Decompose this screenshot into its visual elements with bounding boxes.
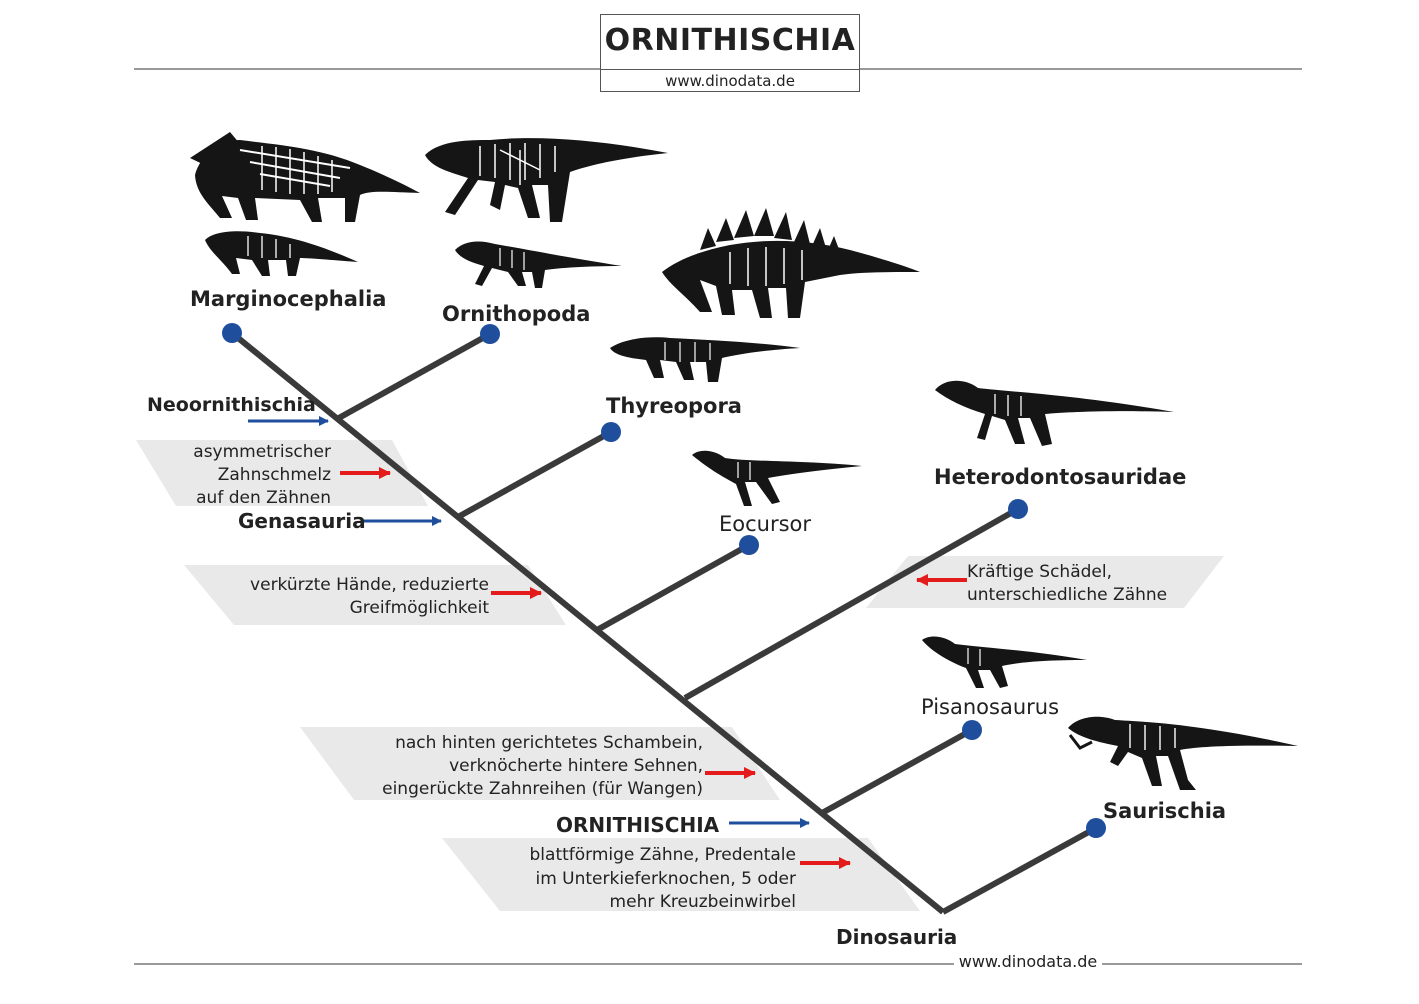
trait-2-line-1: verkürzte Hände, reduzierte [250,575,489,595]
label-heterodontosauridae: Heterodontosauridae [934,465,1186,489]
label-saurischia: Saurischia [1103,799,1226,823]
label-eocursor: Eocursor [719,512,811,536]
trait-box-3 [866,556,1224,608]
branch-saurischia [941,825,1098,915]
trait-5-line-1: blattförmige Zähne, Predentale [530,845,796,865]
trait-1-line-1: asymmetrischer [193,442,331,462]
pisanosaurus-skeleton-icon [922,636,1087,688]
title-divider [601,69,859,70]
trait-2-line-2: Greifmöglichkeit [350,598,490,618]
branch-thyreopora [456,429,613,520]
label-thyreopora: Thyreopora [606,394,742,418]
trunk-line [230,330,945,915]
node-marginocephalia [222,323,242,343]
branch-eocursor [595,542,751,633]
node-thyreopora [601,422,621,442]
theropod-skeleton-icon [1068,716,1298,790]
node-heterodontosauridae [1008,499,1028,519]
trait-box-4 [300,727,780,800]
branch-heterodontosauridae [683,506,1020,701]
trait-4-line-1: nach hinten gerichtetes Schambein, [395,733,703,753]
node-saurischia [1086,818,1106,838]
label-pisanosaurus: Pisanosaurus [921,695,1059,719]
page-title: ORNITHISCHIA [604,23,856,58]
title-box: ORNITHISCHIA www.dinodata.de [600,14,860,92]
branch-pisanosaurus [820,727,974,816]
trait-5-line-2: im Unterkieferknochen, 5 oder [535,869,796,889]
trait-3-line-1: Kräftige Schädel, [967,562,1112,582]
thyreophoran-skeleton-icon [610,337,800,382]
branch-ornithopoda [335,331,492,422]
tree-nodes [222,323,1106,838]
label-genasauria: Genasauria [238,509,366,533]
trait-3-line-2: unterschiedliche Zähne [967,585,1167,605]
ceratopsian-skeleton-icon [190,132,420,222]
label-ornithischia: ORNITHISCHIA [556,813,720,837]
label-marginocephalia: Marginocephalia [190,287,386,311]
footer-url: www.dinodata.de [954,952,1102,971]
pachycephalosaur-skeleton-icon [205,231,358,276]
label-ornithopoda: Ornithopoda [442,302,590,326]
trait-box-2 [184,565,566,625]
label-dinosauria: Dinosauria [836,925,957,949]
trait-box-1 [136,440,428,506]
stegosaur-skeleton-icon [662,208,920,318]
heterodontosaur-skeleton-icon [935,380,1174,446]
header-url: www.dinodata.de [665,72,795,90]
eocursor-skeleton-icon [692,450,862,506]
trait-4-line-2: verknöcherte hintere Sehnen, [449,756,703,776]
tree-lines [230,330,1098,915]
node-pisanosaurus [962,720,982,740]
node-ornithopoda [480,324,500,344]
trait-box-5 [442,838,920,911]
small-ornithopod-skeleton-icon [455,241,622,288]
trait-1-line-2: Zahnschmelz [218,465,331,485]
hadrosaur-skeleton-icon [425,138,668,222]
label-neoornithischia: Neoornithischia [147,394,316,416]
node-eocursor [739,535,759,555]
trait-4-line-3: eingerückte Zahnreihen (für Wangen) [382,779,703,799]
trait-5-line-3: mehr Kreuzbeinwirbel [610,892,796,912]
trait-1-line-3: auf den Zähnen [196,488,331,508]
